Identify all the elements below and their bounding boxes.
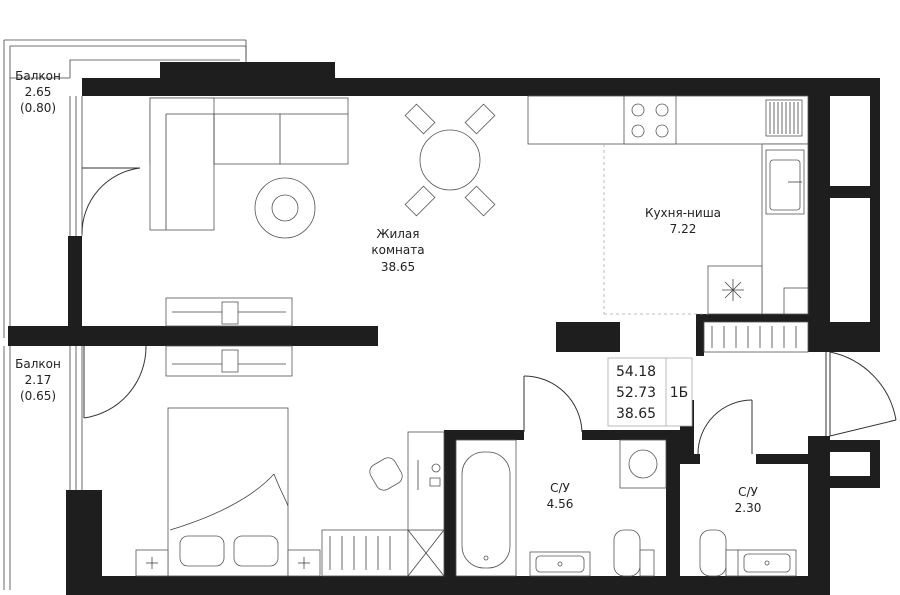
balcony-bottom-name: Балкон <box>15 357 61 371</box>
balcony-bottom-area: 2.17 <box>25 373 52 387</box>
dining-table-icon <box>404 103 496 217</box>
door-bath-small <box>697 399 753 455</box>
door-bath-big <box>523 375 583 433</box>
tv-stand-living-icon <box>165 297 293 327</box>
desk-icon <box>407 431 445 531</box>
bath-small-area: 2.30 <box>735 501 762 515</box>
bathtub-icon <box>455 439 517 577</box>
chair-icon <box>369 457 403 491</box>
living-area: 38.65 <box>381 260 415 274</box>
balcony-top-name: Балкон <box>15 69 61 83</box>
wardrobe-bedroom-icon <box>321 529 409 577</box>
nightstand-left-icon <box>135 549 169 577</box>
bath-big-name: С/У <box>550 481 570 495</box>
apartment-type: 1Б <box>670 385 689 401</box>
toilet-big-bath-icon <box>613 529 655 577</box>
kitchen-niche-boundary <box>603 144 708 315</box>
balcony-bottom-sub-area: (0.65) <box>20 389 56 403</box>
bed-icon <box>167 407 289 577</box>
living-area-summary: 38.65 <box>616 406 656 422</box>
toilet-small-bath-icon <box>699 529 741 577</box>
balcony-top-outline <box>3 39 247 338</box>
stove-icon <box>623 95 677 145</box>
balcony-top-sub-area: (0.80) <box>20 101 56 115</box>
shaft-bedroom <box>407 529 445 577</box>
balcony-bottom-outline <box>3 346 11 590</box>
window-left-top <box>69 96 83 236</box>
door-entrance <box>825 351 897 437</box>
washing-machine-icon <box>619 439 667 489</box>
living-name-line2: комната <box>371 243 424 257</box>
area-no-balcony: 52.73 <box>616 385 656 401</box>
sink-big-bath-icon <box>529 551 591 577</box>
kitchen-area: 7.22 <box>670 222 697 236</box>
shaft <box>783 287 809 315</box>
sofa-icon <box>149 97 349 231</box>
summary-badge <box>607 357 693 427</box>
coffee-table-icon <box>254 177 316 239</box>
door-balcony-bottom <box>83 345 147 419</box>
window-left-bottom <box>69 346 83 490</box>
nightstand-right-icon <box>287 549 321 577</box>
bath-small-name: С/У <box>738 485 758 499</box>
sink-small-bath-icon <box>737 549 797 577</box>
radiator-icon <box>765 99 803 137</box>
balcony-top-area: 2.65 <box>25 85 52 99</box>
door-balcony-top <box>81 167 141 235</box>
living-name-line1: Жилая <box>377 227 420 241</box>
bath-big-area: 4.56 <box>547 497 574 511</box>
tv-stand-bedroom-icon <box>165 345 293 377</box>
ventilation-icon <box>722 279 744 301</box>
kitchen-sink-icon <box>765 149 805 215</box>
wardrobe-hangers-kitchen <box>703 321 809 353</box>
kitchen-name: Кухня-ниша <box>645 206 721 220</box>
total-area: 54.18 <box>616 364 656 380</box>
walls <box>8 62 880 595</box>
